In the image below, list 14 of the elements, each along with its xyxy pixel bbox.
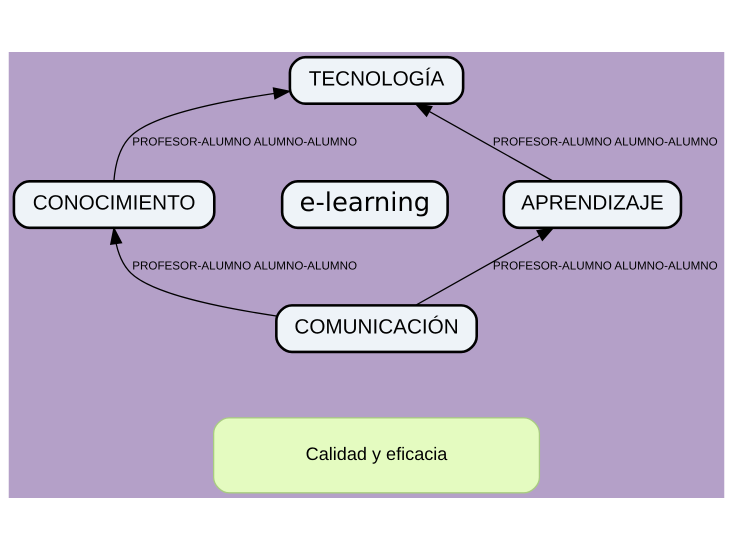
arrow [414, 102, 554, 182]
arrow [113, 86, 292, 181]
node-box: TECNOLOGÍA [288, 55, 464, 104]
edge-label: PROFESOR-ALUMNO ALUMNO-ALUMNO [132, 134, 358, 148]
node-box: Calidad y eficacia [212, 416, 540, 493]
edge-label: PROFESOR-ALUMNO ALUMNO-ALUMNO [132, 258, 358, 272]
edge-label: PROFESOR-ALUMNO ALUMNO-ALUMNO [492, 134, 718, 148]
edge-label: PROFESOR-ALUMNO ALUMNO-ALUMNO [492, 258, 718, 272]
node-box: COMUNICACIÓN [275, 304, 478, 353]
arrow [110, 226, 276, 316]
node-box: CONOCIMIENTO [12, 179, 216, 229]
arrow [415, 226, 555, 306]
node-box: e-learning [280, 179, 449, 229]
node-box: APRENDIZAJE [502, 179, 682, 229]
